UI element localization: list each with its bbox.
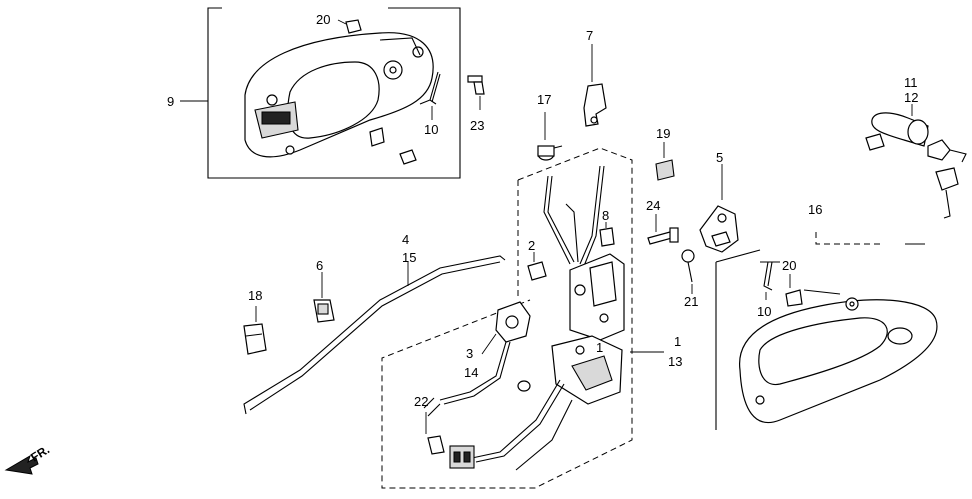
callout-8: 8 — [602, 208, 609, 223]
part-21-bolt — [681, 249, 695, 294]
callout-23: 23 — [470, 118, 484, 133]
outer-handle-rear-group — [715, 232, 938, 430]
callout-19: 19 — [656, 126, 670, 141]
wire-harness-connector — [449, 379, 573, 471]
callout-2: 2 — [528, 238, 535, 253]
callout-5: 5 — [716, 150, 723, 165]
callout-13: 13 — [668, 354, 682, 369]
part-19-block — [655, 142, 675, 181]
part-6-clip — [313, 272, 335, 323]
part-17-bushing — [537, 112, 563, 161]
front-direction-arrow-icon — [4, 454, 39, 475]
callout-12: 12 — [904, 90, 918, 105]
part-11-12-lock-cylinder — [865, 104, 967, 219]
part-23-screw — [467, 75, 485, 110]
callout-21: 21 — [684, 294, 698, 309]
part-8-clip — [599, 222, 615, 247]
latch-assembly-boundary — [381, 147, 633, 489]
callout-24: 24 — [646, 198, 660, 213]
callout-22: 22 — [414, 394, 428, 409]
outer-handle-front-group — [180, 7, 461, 179]
callout-7: 7 — [586, 28, 593, 43]
part-24-bolt — [647, 214, 679, 245]
callout-10-rear: 10 — [757, 304, 771, 319]
part-22-clip — [425, 412, 445, 455]
part-1-13-latch — [543, 165, 664, 405]
callout-4: 4 — [402, 232, 409, 247]
callout-10-front: 10 — [424, 122, 438, 137]
callout-1-side: 1 — [674, 334, 681, 349]
callout-20-front: 20 — [316, 12, 330, 27]
part-18-pad — [243, 306, 267, 355]
callout-15: 15 — [402, 250, 416, 265]
callout-1: 1 — [596, 340, 603, 355]
part-7-lever — [583, 44, 607, 127]
callout-14: 14 — [464, 365, 478, 380]
callout-20-rear: 20 — [782, 258, 796, 273]
callout-6: 6 — [316, 258, 323, 273]
part-5-striker — [699, 164, 739, 253]
callout-9: 9 — [167, 94, 174, 109]
callout-16: 16 — [808, 202, 822, 217]
part-3-14-actuator — [423, 301, 531, 417]
callout-18: 18 — [248, 288, 262, 303]
part-4-15-rod — [243, 255, 506, 415]
callout-17: 17 — [537, 92, 551, 107]
callout-3: 3 — [466, 346, 473, 361]
callout-labels: 1 1 2 3 4 5 6 7 8 9 10 10 11 12 13 14 15… — [167, 12, 918, 409]
part-2-clip — [527, 252, 547, 281]
callout-11: 11 — [904, 75, 918, 90]
